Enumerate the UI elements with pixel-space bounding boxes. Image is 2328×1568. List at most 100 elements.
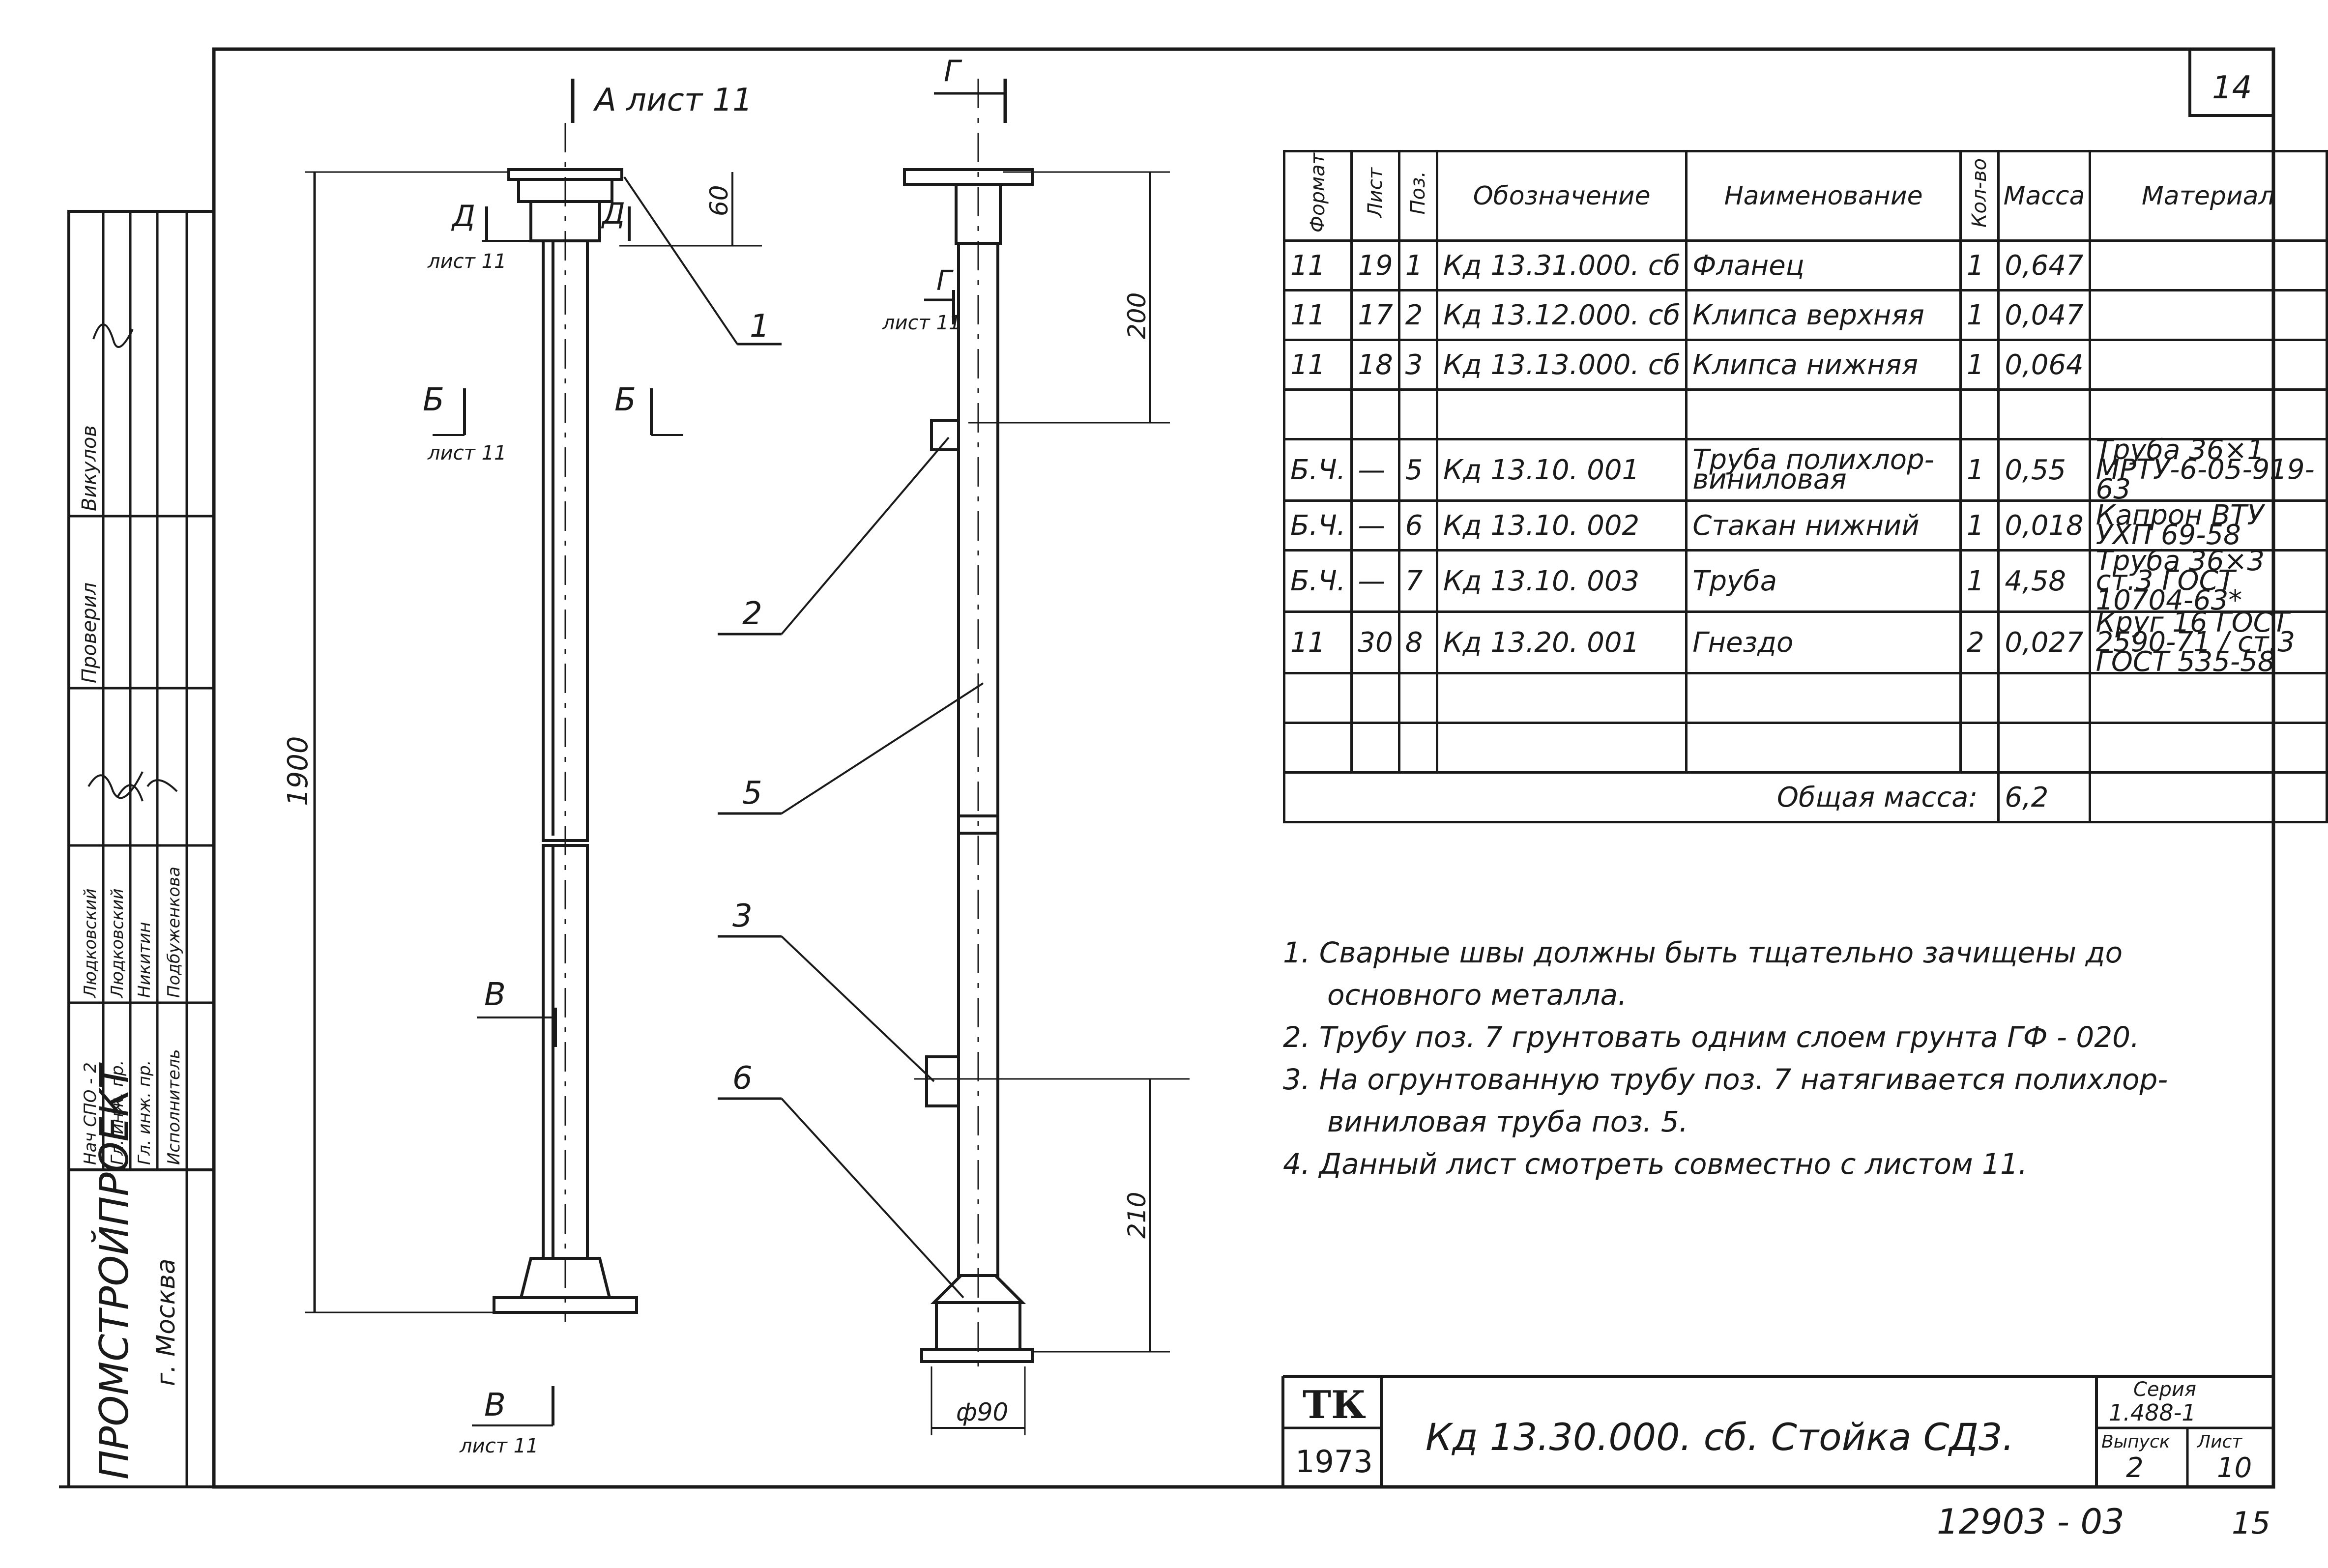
title-series-value: 1.488-1 <box>2109 1399 2196 1426</box>
cell-qty <box>1959 722 2000 774</box>
cell-sheet: 19 <box>1350 239 1400 292</box>
cell-sheet: — <box>1350 438 1400 502</box>
cell-material: Труба 36×3 ст.3 ГОСТ 10704-63* <box>2088 548 2328 614</box>
cell-name <box>1685 672 1962 725</box>
header-sheet: Лист <box>1350 149 1400 242</box>
cell-mass: 0,047 <box>1997 289 2091 342</box>
cell-mass <box>1997 388 2091 441</box>
cell-format: 11 <box>1282 339 1353 391</box>
cell-pos <box>1397 722 1439 774</box>
sheet-number-top: 14 <box>2212 70 2252 106</box>
total-value: 6,2 <box>1997 771 2091 824</box>
leader-6: 6 <box>732 1060 753 1097</box>
cell-name: Клипса нижняя <box>1685 339 1962 391</box>
cell-format: Б.Ч. <box>1282 438 1353 502</box>
title-issue-label: Выпуск <box>2101 1432 2170 1452</box>
cell-name <box>1685 388 1962 441</box>
leader-5: 5 <box>742 775 762 812</box>
stamp-role-4: Исполнитель <box>164 1049 184 1165</box>
cell-format: 11 <box>1282 610 1353 675</box>
cell-designation: Кд 13.10. 002 <box>1436 499 1688 552</box>
stamp-role-3: Гл. инж. пр. <box>135 1060 154 1165</box>
stamp-role-1: Нач СПО - 2 <box>81 1062 100 1165</box>
cell-mass: 0,064 <box>1997 339 2091 391</box>
label-v-sheet: лист 11 <box>459 1435 538 1457</box>
cell-pos: 1 <box>1397 239 1439 292</box>
label-g-sheet: лист 11 <box>882 312 961 334</box>
cell-format <box>1282 388 1353 441</box>
stamp-name-5: Викулов <box>78 425 101 511</box>
label-d-sheet: лист 11 <box>427 250 506 273</box>
note-line: основного металла. <box>1327 978 1627 1012</box>
cell-sheet: 30 <box>1350 610 1400 675</box>
cell-format <box>1282 722 1353 774</box>
cell-mass <box>1997 672 2091 725</box>
cell-pos: 5 <box>1397 438 1439 502</box>
cell-sheet <box>1350 672 1400 725</box>
specification-table: Формат Лист Поз. Обозначение Наименовани… <box>1282 149 2328 824</box>
dim-1900: 1900 <box>282 736 314 806</box>
cell-mass: 0,018 <box>1997 499 2091 552</box>
stamp-name-1: Людковский <box>81 889 100 999</box>
cell-name: Труба <box>1685 549 1962 613</box>
header-pos: Поз. <box>1397 149 1439 242</box>
signatures <box>87 323 178 802</box>
cell-qty <box>1959 672 2000 725</box>
sheet-number-bottom: 15 <box>2232 1505 2270 1541</box>
cell-material <box>2088 388 2328 441</box>
notes: 1. Сварные швы должны быть тщательно зач… <box>1283 931 2168 1185</box>
cell-designation: Кд 13.31.000. сб <box>1436 239 1688 292</box>
cell-name <box>1685 722 1962 774</box>
label-v-mid: В <box>484 977 506 1013</box>
label-b-right: Б <box>614 382 636 418</box>
cell-pos: 3 <box>1397 339 1439 391</box>
cell-name: Клипса верхняя <box>1685 289 1962 342</box>
note-line: 3. На огрунтованную трубу поз. 7 натягив… <box>1283 1063 2168 1096</box>
cell-format: Б.Ч. <box>1282 499 1353 552</box>
dim-60: 60 <box>705 185 733 216</box>
header-name: Наименование <box>1685 149 1962 242</box>
cell-sheet: — <box>1350 499 1400 552</box>
dim-diameter: ф90 <box>956 1398 1008 1426</box>
header-qty: Кол-во <box>1959 149 2000 242</box>
label-b-sheet: лист 11 <box>427 442 506 465</box>
cell-sheet: — <box>1350 549 1400 613</box>
header-format: Формат <box>1282 149 1353 242</box>
cell-designation: Кд 13.12.000. сб <box>1436 289 1688 342</box>
cell-pos: 8 <box>1397 610 1439 675</box>
cell-mass <box>1997 722 2091 774</box>
cell-material <box>2088 339 2328 391</box>
cell-qty: 1 <box>1959 239 2000 292</box>
label-view-a: А лист 11 <box>593 82 753 118</box>
cell-qty <box>1959 388 2000 441</box>
label-d-right: Д <box>601 197 625 231</box>
cell-format <box>1282 672 1353 725</box>
cell-name: Стакан нижний <box>1685 499 1962 552</box>
side-stamp <box>67 210 215 1488</box>
cell-material <box>2088 722 2328 774</box>
note-line: 4. Данный лист смотреть совместно с лист… <box>1283 1147 2028 1181</box>
stamp-name-3: Никитин <box>135 922 154 998</box>
stamp-name-2: Людковский <box>108 889 127 999</box>
cell-designation <box>1436 672 1688 725</box>
column-right-view <box>903 79 1034 1371</box>
header-material: Материал <box>2088 149 2328 242</box>
stamp-role-5: Проверил <box>78 582 101 683</box>
cell-name: Гнездо <box>1685 610 1962 675</box>
cell-qty: 1 <box>1959 549 2000 613</box>
column-left-view <box>493 123 638 1322</box>
label-view-g: Г <box>944 54 962 88</box>
cell-mass: 0,027 <box>1997 610 2091 675</box>
cell-mass: 0,55 <box>1997 438 2091 502</box>
header-mass: Масса <box>1997 149 2091 242</box>
stamp-name-4: Подбуженкова <box>164 867 184 998</box>
cell-material <box>2088 672 2328 725</box>
cell-qty: 1 <box>1959 438 2000 502</box>
cell-designation: Кд 13.10. 001 <box>1436 438 1688 502</box>
